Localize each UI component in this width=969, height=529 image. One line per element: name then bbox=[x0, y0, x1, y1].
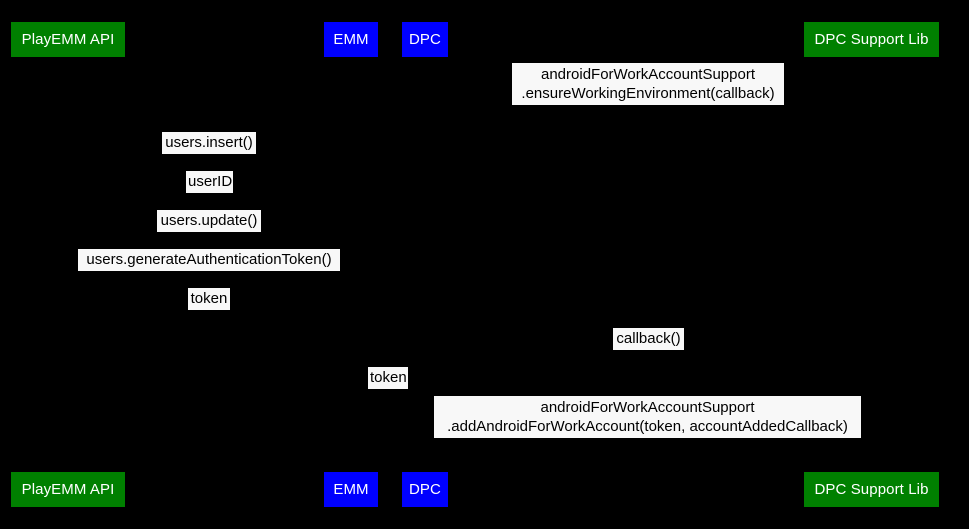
message-line: userID bbox=[188, 173, 233, 190]
message-label-add-android-for-work-account: androidForWorkAccountSupport .addAndroidF… bbox=[434, 396, 861, 438]
participant-label: PlayEMM API bbox=[21, 31, 115, 48]
message-label-token-upper: token bbox=[188, 288, 230, 310]
participant-label: DPC bbox=[409, 481, 441, 498]
participant-emm[interactable]: EMM bbox=[324, 472, 378, 507]
message-label-users-insert: users.insert() bbox=[162, 132, 256, 154]
participant-dpc-support-lib[interactable]: DPC Support Lib bbox=[804, 22, 939, 57]
message-label-callback: callback() bbox=[613, 328, 684, 350]
participant-label: EMM bbox=[333, 481, 369, 498]
message-line: users.generateAuthenticationToken() bbox=[86, 251, 332, 268]
participant-label: EMM bbox=[333, 31, 369, 48]
message-label-users-generate-authentication-token: users.generateAuthenticationToken() bbox=[78, 249, 340, 271]
participant-label: DPC bbox=[409, 31, 441, 48]
message-line: token bbox=[370, 369, 407, 386]
message-label-user-id: userID bbox=[186, 171, 233, 193]
message-line: androidForWorkAccountSupport bbox=[541, 66, 755, 83]
participant-dpc[interactable]: DPC bbox=[402, 472, 448, 507]
participant-label: DPC Support Lib bbox=[814, 31, 929, 48]
participant-playemm-api[interactable]: PlayEMM API bbox=[11, 472, 125, 507]
message-line: token bbox=[190, 290, 228, 307]
message-label-token-lower: token bbox=[368, 367, 408, 389]
participant-label: PlayEMM API bbox=[21, 481, 115, 498]
participant-playemm-api[interactable]: PlayEMM API bbox=[11, 22, 125, 57]
participant-label: DPC Support Lib bbox=[814, 481, 929, 498]
message-label-users-update: users.update() bbox=[157, 210, 261, 232]
participant-emm[interactable]: EMM bbox=[324, 22, 378, 57]
message-line: callback() bbox=[616, 330, 681, 347]
message-line: .ensureWorkingEnvironment(callback) bbox=[521, 85, 775, 102]
message-line: androidForWorkAccountSupport bbox=[540, 399, 755, 416]
message-line: users.insert() bbox=[165, 134, 253, 151]
message-line: .addAndroidForWorkAccount(token, account… bbox=[447, 418, 848, 435]
message-line: users.update() bbox=[160, 212, 258, 229]
participant-dpc-support-lib[interactable]: DPC Support Lib bbox=[804, 472, 939, 507]
participant-dpc[interactable]: DPC bbox=[402, 22, 448, 57]
message-label-ensure-working-environment: androidForWorkAccountSupport .ensureWorki… bbox=[512, 63, 784, 105]
